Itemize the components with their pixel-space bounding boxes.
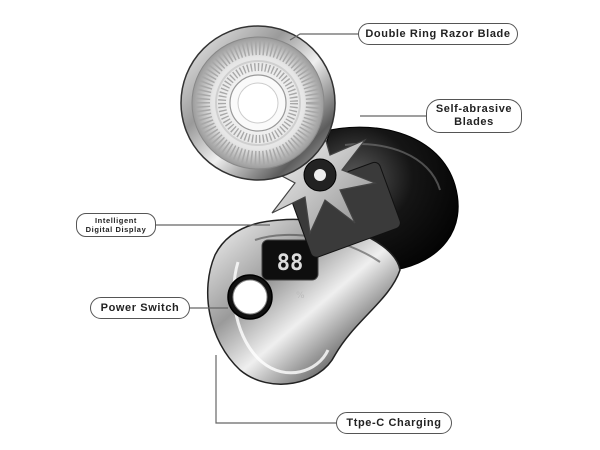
callout-label: Ttpe-C Charging (346, 417, 442, 429)
power-switch-button[interactable] (227, 274, 273, 320)
callout-typec-charging: Ttpe-C Charging (336, 412, 452, 434)
callout-label-line2: Digital Display (85, 225, 147, 234)
callout-label: Power Switch (100, 302, 180, 314)
callout-intelligent-digital-display: Intelligent Digital Display (76, 213, 156, 237)
callout-label-line2: Blades (454, 116, 494, 128)
callout-power-switch: Power Switch (90, 297, 190, 319)
callout-double-ring-razor-blade: Double Ring Razor Blade (358, 23, 518, 45)
digital-display: 88 % (261, 239, 319, 301)
callout-label: Double Ring Razor Blade (365, 28, 511, 40)
double-ring-razor-head (180, 25, 336, 181)
display-digits: 88 (277, 251, 304, 276)
leader-lines (156, 33, 426, 424)
callout-label-line1: Intelligent (94, 216, 138, 225)
callout-self-abrasive-blades: Self-abrasive Blades (426, 99, 522, 133)
display-unit: % (296, 291, 305, 301)
callout-label-line1: Self-abrasive (435, 103, 513, 115)
